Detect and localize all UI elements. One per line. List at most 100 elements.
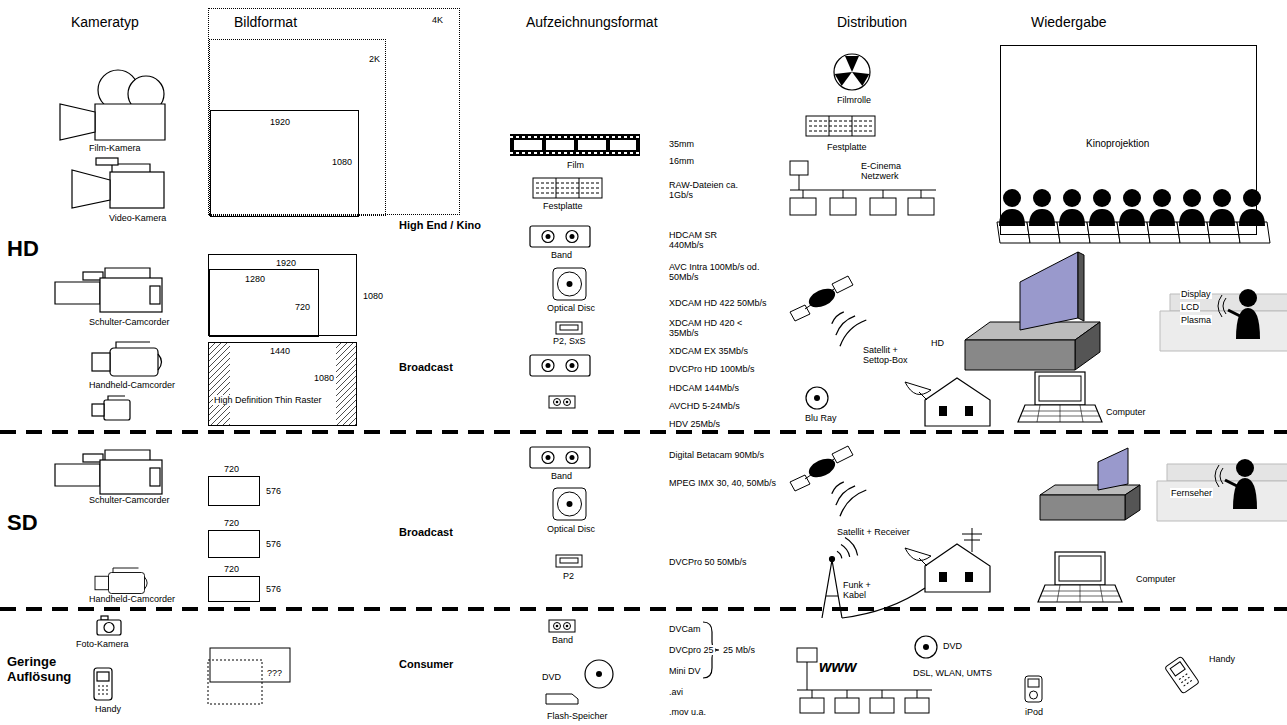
column-header: Wiedergabe	[1030, 14, 1108, 30]
dimension-label: 720	[223, 518, 240, 528]
ipod-icon	[1028, 679, 1039, 687]
item-label: Film	[566, 160, 585, 170]
low-resolution-frame	[210, 648, 290, 682]
resolution-frame: 4K2K19201080	[208, 8, 460, 215]
radio-tower	[830, 557, 835, 562]
section-divider	[0, 432, 1287, 609]
item-label: Foto-Kamera	[75, 639, 130, 649]
item-label: DVD	[541, 672, 562, 682]
item-label: E-Cinema Netzwerk	[860, 161, 912, 182]
item-label: Festplatte	[542, 201, 584, 211]
dimension-label: 1080	[331, 157, 353, 167]
illustration	[533, 178, 602, 198]
item-label: Filmrolle	[836, 95, 872, 105]
low-resolution-frame	[208, 660, 262, 704]
radio-tower	[822, 560, 842, 618]
resolution-frame: 720576	[208, 476, 260, 506]
dvd-disc	[923, 644, 929, 650]
illustration	[1160, 289, 1287, 351]
item-label: Schulter-Camcorder	[88, 317, 171, 327]
screen-label: Kinoprojektion	[1085, 138, 1150, 150]
item-label: Band	[550, 471, 573, 481]
film-strip	[510, 134, 640, 156]
video-camera	[72, 158, 164, 208]
video-camera	[110, 172, 164, 208]
dimension-label: 720	[223, 464, 240, 474]
item-label: Digital Betacam 90Mb/s	[668, 450, 765, 460]
item-label: DVCpro 25	[668, 645, 715, 655]
item-label: Mini DV	[668, 666, 702, 676]
illustration	[553, 268, 586, 300]
thin-raster-hatching	[209, 343, 356, 425]
illustration	[790, 446, 866, 516]
flat-screen-tv	[965, 252, 1100, 370]
item-label: Handy	[1208, 654, 1236, 664]
item-label: .mov u.a.	[668, 707, 707, 717]
film-strip	[510, 136, 640, 138]
flat-screen-tv	[1078, 252, 1084, 321]
cinema-network	[790, 161, 808, 175]
dimension-label: 576	[265, 584, 282, 594]
radio-tower	[837, 538, 858, 559]
cinema-network	[790, 161, 936, 215]
dimension-label: 720	[294, 302, 311, 312]
dimension-label: 1440	[269, 346, 291, 356]
item-label: Video-Kamera	[108, 213, 167, 223]
tv-set	[1040, 448, 1140, 520]
item-label: Plasma	[1180, 315, 1212, 325]
film-reel	[845, 56, 859, 72]
column-header: Bildformat	[233, 14, 298, 30]
resolution-class: SD	[6, 510, 39, 535]
film-strip	[510, 134, 640, 156]
ipod-icon	[1030, 691, 1038, 699]
small-camcorder	[92, 396, 130, 420]
item-label: Satellit + Settop-Box	[862, 345, 919, 366]
internet-network	[870, 698, 894, 713]
item-label: DSL, WLAN, UMTS	[912, 668, 993, 678]
tv-set	[1098, 448, 1128, 490]
mobile-phone	[97, 672, 109, 681]
illustration	[530, 355, 590, 376]
resolution-class: HD	[6, 236, 40, 261]
dvd-disc	[915, 636, 937, 658]
illustration	[55, 268, 162, 312]
illustration	[556, 322, 582, 334]
mobile-phone	[1165, 656, 1200, 694]
flat-screen-tv	[1020, 252, 1078, 330]
mobile-phone	[1179, 674, 1192, 686]
resolution-frame: 1280720	[209, 269, 319, 337]
film-strip	[510, 152, 640, 154]
column-header: Kameratyp	[70, 14, 140, 30]
item-label: Film-Kamera	[88, 143, 142, 153]
item-label: Handheld-Camcorder	[88, 380, 176, 390]
photo-camera	[97, 620, 121, 635]
dimension-label: 1080	[313, 373, 335, 383]
film-reel	[835, 66, 856, 86]
flat-screen-tv	[1075, 322, 1100, 370]
illustration	[92, 342, 162, 376]
item-label: DVCam	[668, 624, 702, 634]
internet-network	[835, 698, 859, 713]
bluray-disc	[814, 395, 820, 401]
illustration	[790, 276, 866, 346]
column-header: Aufzeichnungsformat	[525, 14, 659, 30]
tv-set	[1040, 485, 1140, 495]
illustration	[530, 226, 590, 247]
internet-network	[797, 648, 932, 713]
film-strip	[610, 140, 636, 150]
illustration	[95, 568, 147, 594]
item-label: XDCAM HD 420 < 35Mb/s	[668, 318, 750, 339]
section-divider	[0, 607, 1287, 611]
tv-antenna	[962, 528, 982, 552]
item-label: RAW-Dateien ca. 1Gb/s	[668, 180, 750, 201]
internet-network	[797, 648, 817, 662]
item-label: Computer	[1105, 407, 1147, 417]
item-label: Flash-Speicher	[546, 711, 609, 721]
item-label: Blu Ray	[804, 413, 838, 423]
category-label: Consumer	[398, 658, 454, 671]
film-reel	[849, 66, 870, 86]
illustration	[806, 116, 875, 136]
film-strip	[578, 140, 606, 150]
dimension-label: 576	[265, 486, 282, 496]
item-label: Optical Disc	[546, 303, 596, 313]
